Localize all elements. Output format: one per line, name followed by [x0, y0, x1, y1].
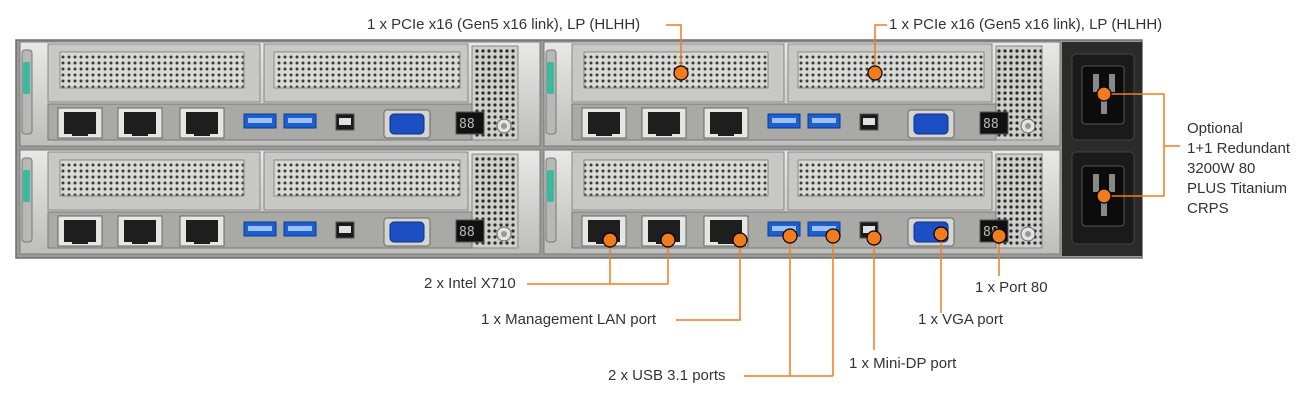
callout-marker — [660, 232, 676, 248]
mini-dp-port-icon — [335, 113, 355, 131]
callout-marker — [602, 232, 618, 248]
rj45-port-icon — [179, 107, 225, 139]
server-node: 88 — [19, 149, 541, 255]
pcie-mesh-left — [583, 159, 769, 197]
release-tab-icon — [23, 62, 30, 94]
release-tab-icon — [23, 170, 30, 202]
vga-port-icon — [907, 109, 955, 139]
usb-port-icon — [807, 113, 841, 129]
rj45-port-icon — [703, 107, 749, 139]
callout-marker — [867, 65, 883, 81]
pcie-mesh-left — [59, 159, 245, 197]
callout-marker — [991, 228, 1007, 244]
svg-text:88: 88 — [459, 117, 475, 132]
callout-marker — [732, 232, 748, 248]
pcie-mesh-left — [583, 51, 769, 89]
label-pcie-right: 1 x PCIe x16 (Gen5 x16 link), LP (HLHH) — [889, 16, 1163, 33]
port-80-display-icon: 88 — [455, 111, 485, 135]
rj45-port-icon — [57, 107, 103, 139]
svg-text:88: 88 — [459, 225, 475, 240]
callout-marker — [825, 228, 841, 244]
svg-text:88: 88 — [983, 117, 999, 132]
usb-port-icon — [283, 221, 317, 237]
leader-pcie-left — [666, 24, 682, 73]
rj45-port-icon — [117, 107, 163, 139]
mini-dp-port-icon — [859, 113, 879, 131]
rj45-port-icon — [581, 107, 627, 139]
pcie-mesh-right — [797, 51, 985, 89]
rj45-port-icon — [641, 107, 687, 139]
usb-port-icon — [283, 113, 317, 129]
port-80-display-icon: 88 — [979, 111, 1009, 135]
leader-pcie-right — [874, 24, 887, 73]
vga-port-icon — [383, 109, 431, 139]
label-psu: Optional 1+1 Redundant 3200W 80 PLUS Tit… — [1187, 119, 1290, 219]
usb-port-icon — [243, 221, 277, 237]
callout-marker — [1096, 86, 1112, 102]
callout-marker — [933, 226, 949, 242]
rj45-port-icon — [703, 215, 749, 247]
label-usb: 2 x USB 3.1 ports — [608, 367, 726, 384]
pcie-mesh-right — [797, 159, 985, 197]
label-psu-line: 1+1 Redundant — [1187, 140, 1291, 157]
label-mini-dp: 1 x Mini-DP port — [849, 355, 957, 372]
pcie-mesh-left — [59, 51, 245, 89]
pcie-mesh-right — [273, 159, 461, 197]
port-80-display-icon: 88 — [455, 219, 485, 243]
label-psu-line: 3200W 80 — [1187, 160, 1256, 177]
vga-port-icon — [383, 217, 431, 247]
label-psu-line: CRPS — [1187, 200, 1229, 217]
label-port-80: 1 x Port 80 — [975, 279, 1048, 296]
rj45-port-icon — [117, 215, 163, 247]
usb-port-icon — [243, 113, 277, 129]
label-management-lan: 1 x Management LAN port — [481, 311, 657, 328]
callout-leaders — [527, 24, 1180, 377]
callout-marker — [866, 230, 882, 246]
leader-management-lan — [676, 240, 741, 321]
usb-port-icon — [767, 113, 801, 129]
release-tab-icon — [547, 62, 554, 94]
label-psu-line: PLUS Titanium — [1187, 180, 1288, 197]
leader-psu-bracket — [1104, 93, 1165, 197]
server-node: 88 — [19, 41, 541, 147]
mini-dp-port-icon — [335, 221, 355, 239]
callout-marker — [1096, 188, 1112, 204]
label-vga: 1 x VGA port — [918, 311, 1004, 328]
server-node: 88 — [543, 149, 1061, 255]
callout-marker — [782, 228, 798, 244]
rj45-port-icon — [57, 215, 103, 247]
server-node: 88 — [543, 41, 1061, 147]
label-pcie-left: 1 x PCIe x16 (Gen5 x16 link), LP (HLHH) — [367, 16, 641, 33]
pcie-mesh-right — [273, 51, 461, 89]
rj45-port-icon — [179, 215, 225, 247]
label-intel-x710: 2 x Intel X710 — [424, 275, 516, 292]
label-psu-line: Optional — [1187, 120, 1243, 137]
release-tab-icon — [547, 170, 554, 202]
callout-marker — [673, 65, 689, 81]
